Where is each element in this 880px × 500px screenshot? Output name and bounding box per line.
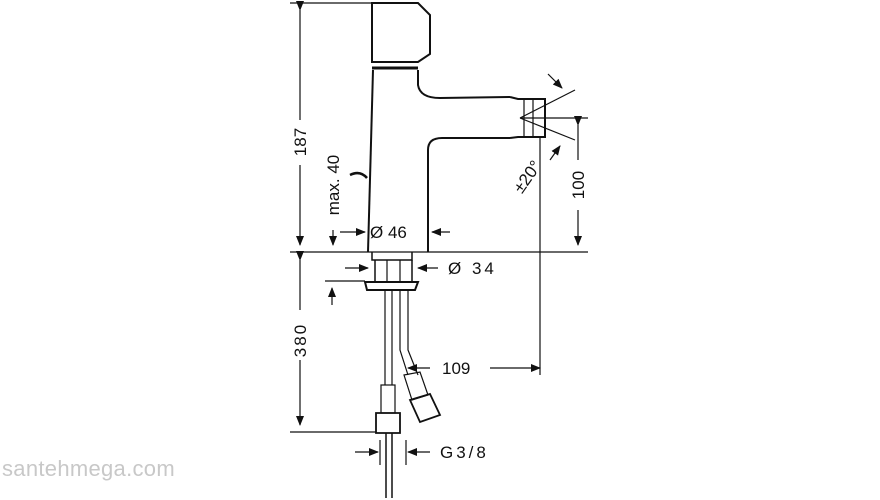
dim-height-187: 187	[291, 128, 310, 156]
dim-hose-380: 380	[291, 323, 310, 357]
supply-hoses	[375, 290, 442, 498]
dim-max-40: max. 40	[324, 155, 343, 215]
dim-diameter-34: Ø 34	[448, 259, 497, 278]
shank	[363, 252, 420, 291]
lift-rod	[349, 171, 368, 179]
dim-thread-g38: G3/8	[440, 443, 489, 462]
dim-spout-100: 100	[569, 171, 588, 199]
mixer-body	[367, 69, 511, 253]
dim-projection-109: 109	[442, 359, 470, 378]
handle-cap	[371, 2, 431, 70]
watermark: santehmega.com	[2, 456, 175, 481]
dim-diameter-46: Ø 46	[370, 223, 407, 242]
